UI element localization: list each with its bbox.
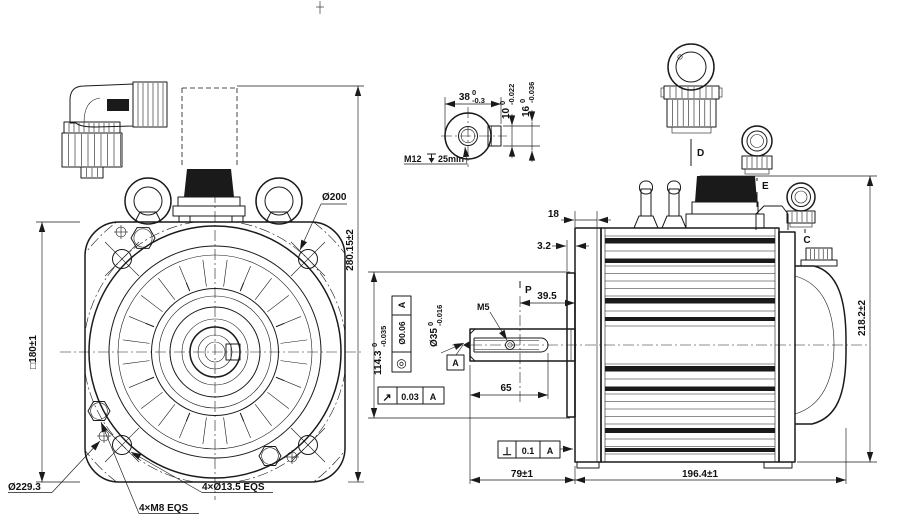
dim-shaft-extension: 79±1 [511,469,534,480]
key-section [487,125,502,147]
svg-text:Ø35: Ø35 [429,328,440,347]
keyway [473,337,549,353]
front-face-slot-ring [122,259,308,445]
section-label: P [525,285,532,296]
keyway-tap-label: M5 [477,302,490,312]
m5-tap-hole [505,340,515,350]
fcf-concentricity: A Ø0.06 ◎ [391,295,412,373]
dim-spigot-step: 3.2 [537,241,551,252]
foot-rear [763,461,793,469]
fcf-perpendicularity: ⊥ 0.1 A [497,440,573,459]
eyebolt-left [124,177,172,225]
dim-keyway-length: 65 [500,383,512,394]
dim-keyway-to-flange: 39.5 [537,291,557,302]
side-dimensions: 18 3.2 39.5 65 79±1 196.4±1 218.2±2 [469,175,877,484]
ribbed-surfaces [68,83,828,259]
cooling-fins [605,235,775,455]
terminal-connector-side [685,176,765,229]
fcf-concentricity-value: Ø0.06 [397,321,407,344]
fcf-perp-value: 0.1 [522,446,535,456]
eyebolt-right [255,177,303,225]
fcf-concentricity-datum: A [397,301,407,308]
fcf-runout-value: 0.03 [401,392,419,402]
connector-detail-c: C [786,182,816,246]
dim-over-key-upper: 0 [472,88,476,97]
sheet-center-mark [316,1,324,14]
center-tap-depth: 25min [438,154,464,164]
svg-text:16: 16 [521,105,532,117]
svg-text:0: 0 [498,101,507,105]
fcf-runout: ↗ 0.03 A [377,386,445,405]
front-face-circles [88,225,342,479]
svg-text:-0.016: -0.016 [435,305,444,326]
connector-e-label: E [762,181,769,192]
encoder-mount [755,205,789,230]
dim-shaft-diameter: Ø35 0 -0.016 [426,305,444,347]
label-eyebolt-holes: 4×M8 EQS [139,503,189,514]
svg-text:114.3: 114.3 [373,350,384,375]
side-view: M5 P [368,175,877,484]
dim-body-length: 196.4±1 [682,469,719,480]
dim-corner-circle: Ø229.3 [8,482,41,493]
hex-bolts [87,227,282,467]
foot-front [576,461,600,469]
depth-icon [427,153,436,163]
front-keyway [225,343,241,361]
concentricity-icon: ◎ [396,356,406,370]
rear-cover [794,247,847,425]
connector-detail-e: E [741,125,773,207]
fcf-runout-datum: A [430,392,437,402]
dim-over-key-lower: -0.3 [472,96,485,105]
label-mounting-holes: 4×Ø13.5 EQS [202,482,265,493]
svg-text:0: 0 [518,99,527,103]
dim-key-span-label: 16 0 -0.036 [518,82,536,117]
runout-icon: ↗ [382,392,391,404]
connector-detail-d: D [660,43,723,166]
top-connector-front [172,87,246,223]
dim-overall-height-side: 218.2±2 [857,300,868,337]
dim-bolt-circle: Ø200 [322,192,347,203]
connector-d-label: D [697,148,704,159]
svg-text:10: 10 [501,107,512,119]
svg-text:-0.036: -0.036 [527,82,536,103]
connector-c-label: C [803,235,810,246]
svg-text:0: 0 [426,322,435,326]
shaft-end-view: 38 0 -0.3 10 0 -0.022 16 0 -0.036 M12 25… [404,82,540,167]
cable-gland-connector [61,81,168,179]
dim-over-key: 38 [459,92,471,103]
dim-key-width-label: 10 0 -0.022 [498,84,516,119]
svg-text:-0.035: -0.035 [379,326,388,347]
center-tap-thread: M12 [404,154,422,164]
flange-outline [84,221,346,483]
rear-plate [778,231,796,463]
front-dimensions: □180±1 280.15±2 Ø200 Ø229.3 4×Ø13.5 EQS … [8,85,364,514]
dim-overall-height: 280.15±2 [345,229,356,271]
eyebolt-posts-side [633,180,687,229]
datum-label: A [452,358,459,368]
dim-flange-square: □180±1 [28,335,39,369]
dim-flange-thickness: 18 [548,209,560,220]
perpendicularity-icon: ⊥ [502,446,512,458]
dim-spigot-diameter: 114.3 0 -0.035 [370,326,388,375]
fcf-perp-datum: A [547,446,554,456]
svg-text:0: 0 [370,343,379,347]
svg-text:-0.022: -0.022 [507,84,516,105]
